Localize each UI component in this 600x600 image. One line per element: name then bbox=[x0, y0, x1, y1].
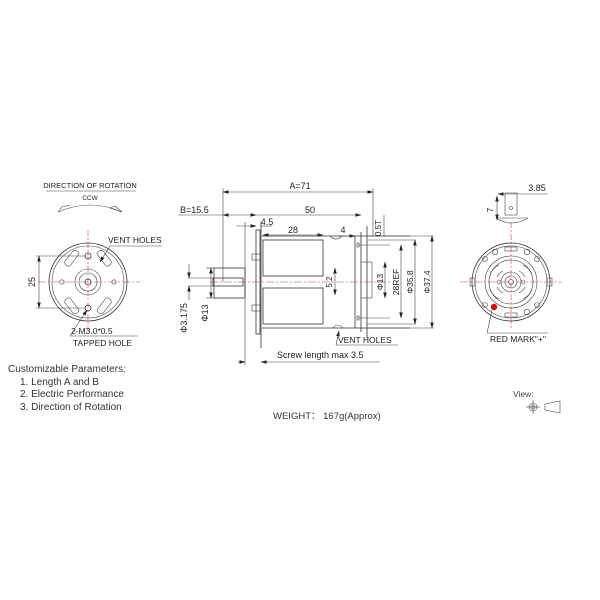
direction-title: DIRECTION OF ROTATION bbox=[43, 181, 136, 190]
dim-B: B=15.5 bbox=[180, 205, 209, 215]
dim-4-5: 4.5 bbox=[261, 217, 274, 227]
rotation-arrow-icon bbox=[57, 204, 123, 213]
dim-28: 28 bbox=[288, 225, 298, 235]
dim-28REF: 28REF bbox=[391, 269, 401, 295]
dim-25: 25 bbox=[27, 277, 37, 287]
projection-symbol-icon bbox=[526, 400, 561, 414]
weight-label: WEIGHT： 167g(Approx) bbox=[273, 411, 381, 422]
tapped-hole-label: TAPPED HOLE bbox=[73, 338, 132, 348]
dim-phi13-inner: Φ13 bbox=[375, 274, 385, 291]
red-mark-label: RED MARK"+" bbox=[490, 334, 546, 344]
direction-value: CCW bbox=[82, 195, 98, 202]
note-item: 1. Length A and B bbox=[20, 376, 99, 388]
screw-length-label: Screw length max 3.5 bbox=[277, 350, 364, 360]
dim-A: A=71 bbox=[289, 181, 310, 191]
note-item: 3. Direction of Rotation bbox=[20, 401, 122, 413]
dim-50: 50 bbox=[305, 205, 315, 215]
rear-view: 3.85 7 bbox=[460, 183, 562, 344]
dim-phi13-boss: Φ13 bbox=[200, 304, 210, 321]
side-view: 5.2 A=71 B=15.5 50 4.5 28 4 0.5T Φ13 28R… bbox=[178, 181, 434, 365]
rear-housing-outline bbox=[471, 242, 551, 322]
dim-phi37-4: Φ37.4 bbox=[422, 270, 432, 294]
dim-4: 4 bbox=[340, 225, 345, 235]
red-mark-icon bbox=[490, 303, 498, 311]
customizable-parameters: Customizable Parameters: 1. Length A and… bbox=[8, 364, 126, 414]
dim-0-5T: 0.5T bbox=[374, 220, 383, 236]
front-housing-outline bbox=[48, 242, 128, 322]
view-label: View: bbox=[513, 389, 534, 399]
dim-3-85: 3.85 bbox=[528, 183, 546, 193]
dim-phi3-175: Φ3.175 bbox=[179, 303, 189, 333]
vent-holes-label: VENT HOLES bbox=[108, 235, 162, 245]
note-item: 2. Electric Performance bbox=[20, 389, 124, 400]
tapped-hole-spec: 2-M3.0*0.5 bbox=[71, 326, 113, 336]
side-vent-holes-label: VENT HOLES bbox=[338, 335, 392, 345]
dim-7: 7 bbox=[485, 207, 495, 212]
dim-phi35-8: Φ35.8 bbox=[405, 270, 415, 294]
dim-5-2: 5.2 bbox=[325, 276, 334, 288]
notes-title: Customizable Parameters: bbox=[8, 364, 126, 375]
front-view: DIRECTION OF ROTATION CCW 25 VEN bbox=[27, 181, 162, 348]
